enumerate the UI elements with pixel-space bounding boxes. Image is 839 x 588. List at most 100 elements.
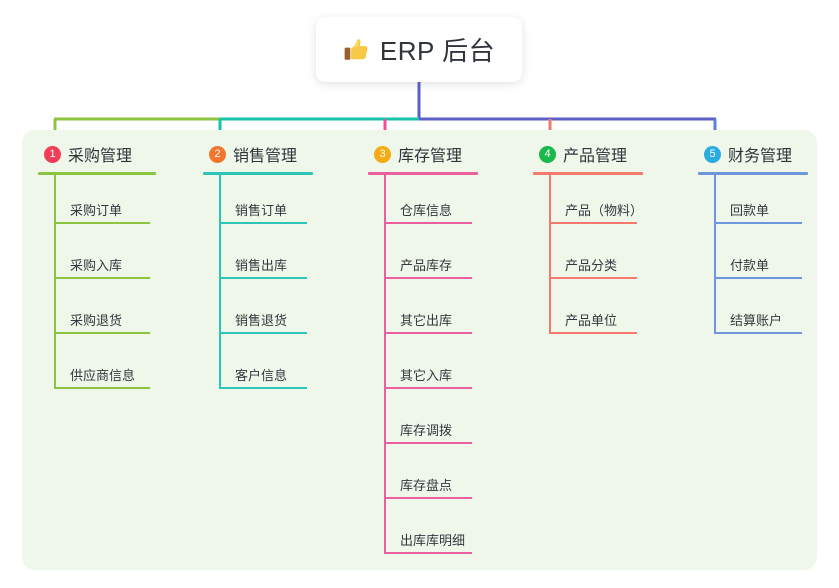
leaf-item-rule: [384, 387, 472, 389]
column-title-5: 财务管理: [728, 148, 793, 165]
leaf-item[interactable]: 库存调拨: [368, 395, 478, 450]
leaf-item-label: 库存调拨: [400, 423, 453, 438]
leaf-item-label: 客户信息: [235, 368, 288, 383]
leaf-item[interactable]: 产品（物料）: [533, 175, 643, 230]
leaf-item[interactable]: 采购退货: [38, 285, 156, 340]
column-header-rule-5: [698, 172, 808, 175]
leaf-item-rule: [54, 222, 150, 224]
column-title-4: 产品管理: [563, 148, 628, 165]
column-header-3[interactable]: 3 库存管理: [368, 142, 478, 166]
leaf-item[interactable]: 供应商信息: [38, 340, 156, 395]
leaf-item-rule: [384, 277, 472, 279]
leaf-item-label: 产品（物料）: [565, 203, 644, 218]
leaf-item[interactable]: 产品分类: [533, 230, 643, 285]
leaf-item[interactable]: 销售出库: [203, 230, 313, 285]
leaf-item-rule: [219, 387, 307, 389]
column-title-2: 销售管理: [233, 148, 298, 165]
leaf-item-rule: [384, 442, 472, 444]
column-badge-3: 3: [374, 145, 391, 163]
column-header-rule-2: [203, 172, 313, 175]
column-5: 5 财务管理回款单付款单结算账户: [698, 142, 808, 340]
leaf-item-rule: [549, 222, 637, 224]
column-title-3: 库存管理: [398, 148, 463, 165]
leaf-item-rule: [384, 222, 472, 224]
leaf-item[interactable]: 采购订单: [38, 175, 156, 230]
column-header-rule-1: [38, 172, 156, 175]
column-items-1: 采购订单采购入库采购退货供应商信息: [38, 175, 156, 395]
leaf-item[interactable]: 结算账户: [698, 285, 808, 340]
leaf-item-rule: [384, 552, 472, 554]
column-items-2: 销售订单销售出库销售退货客户信息: [203, 175, 313, 395]
diagram-panel: [22, 130, 817, 570]
column-items-4: 产品（物料） 产品分类产品单位: [533, 175, 643, 340]
leaf-item-label: 产品单位: [565, 313, 618, 328]
column-4: 4 产品管理产品（物料） 产品分类产品单位: [533, 142, 643, 340]
leaf-item-label: 采购入库: [70, 258, 123, 273]
column-badge-2: 2: [209, 145, 226, 163]
leaf-item[interactable]: 库存盘点: [368, 450, 478, 505]
leaf-item[interactable]: 出库库明细: [368, 505, 478, 560]
root-node-card[interactable]: ERP 后台: [316, 17, 522, 82]
leaf-item-rule: [384, 497, 472, 499]
column-items-5: 回款单付款单结算账户: [698, 175, 808, 340]
leaf-item[interactable]: 产品单位: [533, 285, 643, 340]
root-node-title: ERP 后台: [379, 36, 496, 66]
column-spine-5: [714, 175, 716, 334]
leaf-item-label: 付款单: [730, 258, 770, 273]
leaf-item-label: 回款单: [730, 203, 770, 218]
column-spine-2: [219, 175, 221, 389]
leaf-item[interactable]: 采购入库: [38, 230, 156, 285]
leaf-item-label: 结算账户: [730, 313, 783, 328]
leaf-item-rule: [549, 277, 637, 279]
column-header-4[interactable]: 4 产品管理: [533, 142, 643, 166]
leaf-item[interactable]: 销售订单: [203, 175, 313, 230]
column-header-1[interactable]: 1 采购管理: [38, 142, 156, 166]
leaf-item[interactable]: 回款单: [698, 175, 808, 230]
leaf-item-label: 其它出库: [400, 313, 453, 328]
leaf-item-rule: [714, 277, 802, 279]
column-header-5[interactable]: 5 财务管理: [698, 142, 808, 166]
column-badge-5: 5: [704, 145, 721, 163]
column-header-rule-4: [533, 172, 643, 175]
column-badge-4: 4: [539, 145, 556, 163]
column-items-3: 仓库信息产品库存其它出库其它入库库存调拨库存盘点出库库明细: [368, 175, 478, 560]
leaf-item[interactable]: 产品库存: [368, 230, 478, 285]
column-2: 2 销售管理销售订单销售出库销售退货客户信息: [203, 142, 313, 395]
column-spine-4: [549, 175, 551, 334]
leaf-item-rule: [384, 332, 472, 334]
leaf-item[interactable]: 仓库信息: [368, 175, 478, 230]
leaf-item-rule: [219, 222, 307, 224]
leaf-item-label: 销售订单: [235, 203, 288, 218]
leaf-item-label: 销售出库: [235, 258, 288, 273]
leaf-item-label: 产品库存: [400, 258, 453, 273]
column-header-2[interactable]: 2 销售管理: [203, 142, 313, 166]
leaf-item[interactable]: 销售退货: [203, 285, 313, 340]
leaf-item-rule: [219, 332, 307, 334]
column-title-1: 采购管理: [68, 148, 133, 165]
leaf-item-rule: [219, 277, 307, 279]
column-1: 1 采购管理采购订单采购入库采购退货供应商信息: [38, 142, 156, 395]
column-spine-1: [54, 175, 56, 389]
leaf-item-label: 产品分类: [565, 258, 618, 273]
leaf-item-rule: [714, 222, 802, 224]
leaf-item-label: 销售退货: [235, 313, 288, 328]
leaf-item-label: 采购订单: [70, 203, 123, 218]
leaf-item-label: 仓库信息: [400, 203, 453, 218]
leaf-item-rule: [54, 387, 150, 389]
column-badge-1: 1: [44, 145, 61, 163]
leaf-item-rule: [54, 277, 150, 279]
leaf-item[interactable]: 客户信息: [203, 340, 313, 395]
leaf-item-label: 库存盘点: [400, 478, 453, 493]
thumbs-up-icon: [344, 38, 368, 60]
leaf-item-rule: [54, 332, 150, 334]
leaf-item-label: 其它入库: [400, 368, 453, 383]
leaf-item[interactable]: 其它出库: [368, 285, 478, 340]
column-spine-3: [384, 175, 386, 554]
leaf-item-label: 采购退货: [70, 313, 123, 328]
leaf-item-label: 出库库明细: [400, 533, 466, 548]
column-header-rule-3: [368, 172, 478, 175]
leaf-item[interactable]: 付款单: [698, 230, 808, 285]
leaf-item[interactable]: 其它入库: [368, 340, 478, 395]
leaf-item-rule: [549, 332, 637, 334]
